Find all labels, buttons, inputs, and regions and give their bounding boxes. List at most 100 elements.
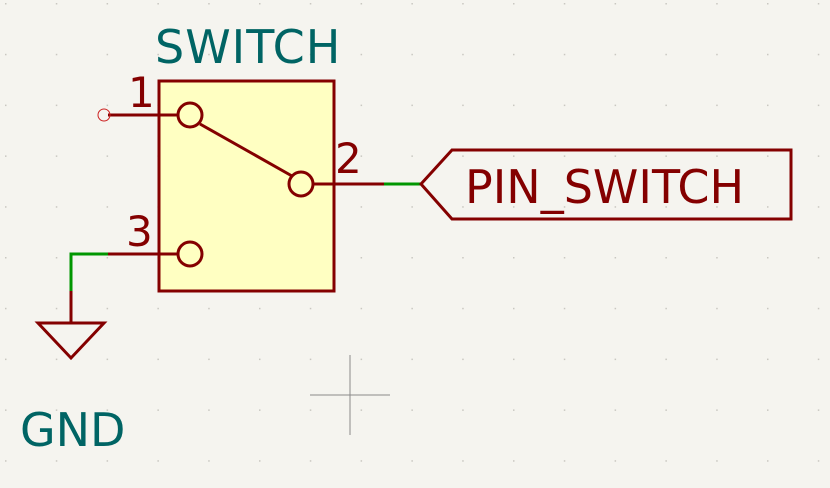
grid-dot: [513, 206, 515, 208]
grid-dot: [614, 409, 617, 411]
gnd-label: GND: [20, 403, 125, 457]
grid-dot: [309, 409, 312, 411]
grid-dot: [462, 460, 464, 462]
gnd-power-symbol[interactable]: GND: [20, 291, 125, 457]
grid-dot: [55, 460, 58, 462]
grid-dot: [259, 409, 261, 411]
grid-dot: [614, 460, 617, 462]
grid-dot: [55, 358, 58, 361]
grid-dot: [106, 104, 109, 107]
grid-dot: [462, 358, 464, 361]
grid-dot: [817, 206, 820, 208]
grid-dot: [563, 409, 566, 411]
grid-dot: [665, 257, 667, 259]
pin-1[interactable]: 1: [97, 68, 204, 129]
grid-dot: [767, 104, 769, 107]
grid-dot: [157, 3, 159, 5]
grid-dot: [665, 104, 667, 107]
grid-dot: [513, 257, 515, 259]
grid-dot: [360, 257, 363, 259]
grid-dot: [513, 307, 515, 310]
grid-dot: [513, 3, 515, 5]
grid-dot: [55, 155, 58, 157]
grid-dot: [259, 358, 261, 361]
grid-dot: [309, 3, 312, 5]
grid-dot: [817, 460, 820, 462]
switch-body: [157, 79, 336, 293]
grid-dot: [360, 460, 363, 462]
grid-dot: [411, 307, 413, 310]
grid-dot: [614, 307, 617, 310]
grid-dot: [767, 307, 769, 310]
grid-dot: [411, 3, 413, 5]
grid-dot: [462, 257, 464, 259]
wire-pin3-to-gnd: [69, 252, 108, 291]
grid-dot: [462, 53, 464, 56]
grid-dot: [716, 104, 718, 107]
grid-dot: [5, 104, 7, 107]
grid-dot: [716, 358, 718, 361]
grid-dot: [614, 53, 617, 56]
ground-icon: [34, 321, 108, 361]
grid-dot: [563, 206, 566, 208]
grid-dot: [513, 53, 515, 56]
grid-dot: [55, 409, 58, 411]
grid-dot: [513, 358, 515, 361]
grid-dot: [360, 155, 363, 157]
grid-dot: [716, 53, 718, 56]
grid-dot: [513, 104, 515, 107]
grid-dot: [106, 3, 109, 5]
grid-dot: [360, 104, 363, 107]
grid-dot: [259, 460, 261, 462]
grid-dot: [157, 460, 159, 462]
grid-dot: [767, 3, 769, 5]
grid-dot: [716, 307, 718, 310]
grid-dot: [462, 104, 464, 107]
grid-dot: [55, 307, 58, 310]
grid-dot: [360, 3, 363, 5]
pin-2[interactable]: 2: [287, 134, 384, 198]
grid-dot: [55, 3, 58, 5]
component-reference: SWITCH: [155, 20, 341, 74]
grid-dot: [462, 409, 464, 411]
grid-dot: [55, 206, 58, 208]
grid-dot: [817, 358, 820, 361]
net-label-shape: [418, 148, 793, 221]
grid-dot: [665, 358, 667, 361]
grid-dot: [106, 257, 109, 259]
grid-dot: [817, 155, 820, 157]
grid-dot: [614, 3, 617, 5]
pin-3[interactable]: 3: [108, 207, 204, 268]
grid-dot: [817, 53, 820, 56]
switch-lever: [199, 122, 293, 178]
grid-dot: [157, 307, 159, 310]
grid-dot: [462, 307, 464, 310]
grid-dot: [411, 409, 413, 411]
grid-dot: [208, 358, 210, 361]
global-net-label[interactable]: PIN_SWITCH: [418, 148, 793, 221]
grid-dot: [563, 104, 566, 107]
grid-dot: [259, 307, 261, 310]
grid-dot: [106, 155, 109, 157]
grid-dot: [309, 358, 312, 361]
grid-dot: [360, 409, 363, 411]
grid-dot: [716, 460, 718, 462]
unconnected-pin-marker: [97, 108, 111, 122]
grid-dot: [767, 257, 769, 259]
grid-dot: [665, 53, 667, 56]
grid-dot: [55, 104, 58, 107]
grid-dot: [5, 155, 7, 157]
grid-dot: [716, 206, 718, 208]
grid-dot: [817, 409, 820, 411]
grid-dot: [563, 53, 566, 56]
grid-dot: [665, 409, 667, 411]
grid-dot: [716, 409, 718, 411]
switch-symbol[interactable]: 1 2 3 SWITCH: [97, 20, 384, 293]
grid-dot: [767, 358, 769, 361]
grid-dot: [411, 460, 413, 462]
pin-2-number: 2: [335, 134, 362, 183]
grid-dot: [767, 409, 769, 411]
grid-dot: [411, 257, 413, 259]
